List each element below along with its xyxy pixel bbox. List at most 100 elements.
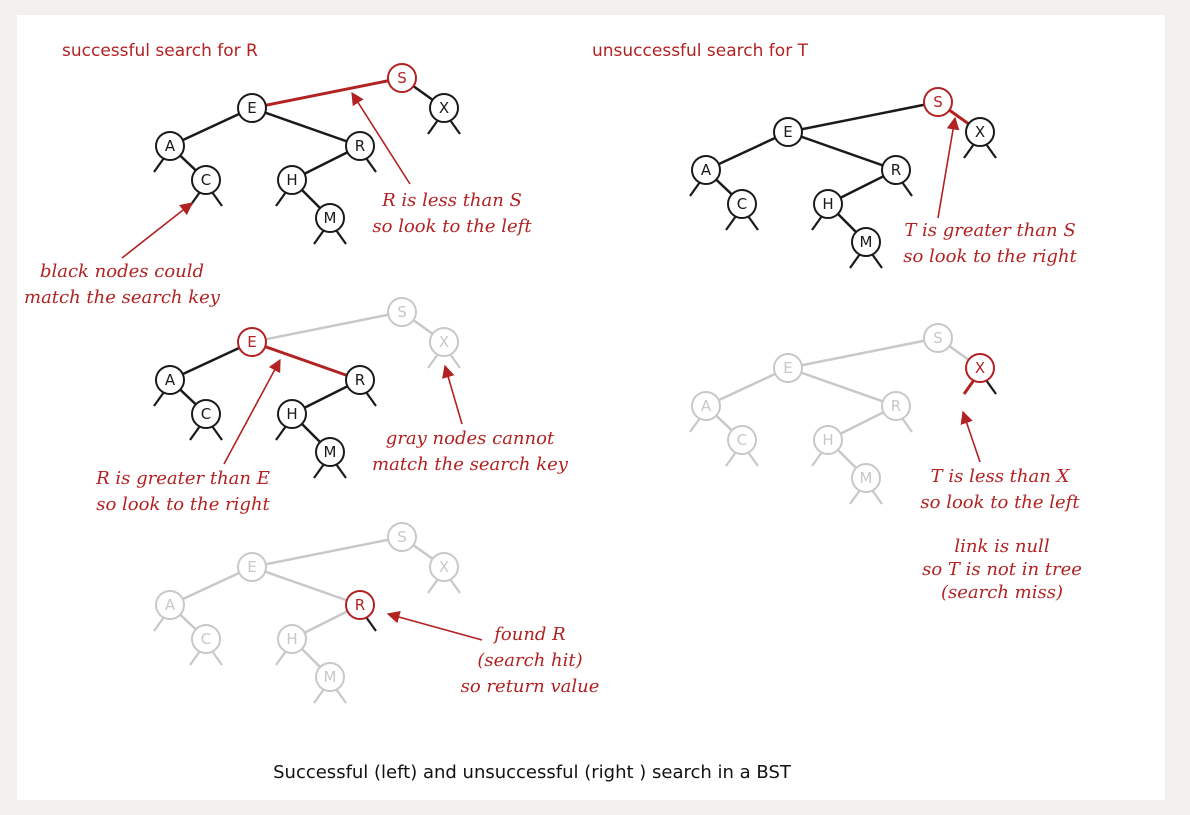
bst-node-H [277, 165, 307, 195]
bst-node-label-S: S [933, 329, 943, 347]
note-line: found R [492, 624, 565, 645]
null-link-X-right [985, 379, 997, 395]
bst-node-X [429, 552, 459, 582]
bst-node-R [881, 155, 911, 185]
bst-node-label-C: C [737, 195, 747, 213]
tree-edge-E-A [169, 340, 253, 382]
null-link-R-right [901, 417, 913, 433]
tree-edge-S-E [251, 535, 403, 569]
null-link-M-left [313, 688, 325, 704]
null-link-C-left [189, 650, 201, 666]
bst-node-label-A: A [165, 596, 176, 614]
null-link-M-right [335, 229, 347, 245]
bst-node-label-X: X [975, 123, 985, 141]
note-line: so look to the left [372, 216, 532, 237]
note-black-nodes: black nodes could match the search key [24, 261, 221, 308]
bst-node-E [773, 117, 803, 147]
null-link-C-left [725, 451, 737, 467]
bst-node-H [277, 399, 307, 429]
null-link-R-right [901, 181, 913, 197]
null-link-X-left [962, 379, 976, 395]
note-r-less-than-s: R is less than S so look to the left [372, 190, 532, 237]
null-link-M-left [313, 229, 325, 245]
bst-node-X [429, 327, 459, 357]
bst-node-label-S: S [397, 303, 407, 321]
null-link-A-left [153, 157, 165, 173]
null-link-H-left [811, 215, 823, 231]
arrow-black-nodes [121, 202, 194, 259]
bst-node-label-H: H [286, 171, 297, 189]
bst-node-label-C: C [201, 630, 211, 648]
note-line: so look to the left [920, 492, 1080, 513]
bst-node-label-X: X [975, 359, 985, 377]
arrow-found-r [386, 610, 483, 641]
null-link-X-right [449, 353, 461, 369]
null-link-M-right [871, 253, 883, 269]
bst-node-label-H: H [822, 431, 833, 449]
note-line: so T is not in tree [922, 559, 1082, 580]
bst-node-label-H: H [286, 630, 297, 648]
tree-edge-E-A [169, 565, 253, 607]
bst-node-H [813, 189, 843, 219]
bst-node-A [155, 590, 185, 620]
heading-right: unsuccessful search for T [592, 41, 809, 61]
null-link-A-left [153, 616, 165, 632]
null-link-X-right [449, 119, 461, 135]
bst-node-label-H: H [286, 405, 297, 423]
note-link-null: link is null so T is not in tree (search… [922, 536, 1082, 603]
bst-node-label-A: A [165, 371, 176, 389]
null-link-X-right [449, 578, 461, 594]
tree-edge-E-R [787, 366, 897, 408]
null-link-M-left [313, 463, 325, 479]
null-link-X-right [985, 143, 997, 159]
note-line: T is less than X [931, 466, 1071, 487]
bst-node-C [191, 165, 221, 195]
tree-edge-E-A [705, 366, 789, 408]
bst-node-label-R: R [891, 397, 901, 415]
note-line: (search miss) [941, 582, 1063, 603]
bst-node-label-E: E [783, 123, 792, 141]
tree-edge-E-R [251, 340, 361, 382]
note-line: T is greater than S [904, 220, 1075, 241]
bst-node-M [851, 463, 881, 493]
note-line: link is null [954, 536, 1049, 557]
null-link-M-right [871, 489, 883, 505]
heading-left: successful search for R [62, 41, 258, 61]
bst-node-X [965, 353, 995, 383]
bst-node-R [345, 365, 375, 395]
bst-node-label-X: X [439, 333, 449, 351]
bst-node-E [237, 552, 267, 582]
bst-node-label-E: E [247, 558, 256, 576]
note-line: match the search key [372, 454, 569, 475]
tree-edge-E-R [251, 565, 361, 607]
null-link-X-left [427, 119, 439, 135]
bst-node-label-S: S [397, 69, 407, 87]
null-link-H-left [811, 451, 823, 467]
null-link-H-left [275, 191, 287, 207]
bst-node-E [237, 327, 267, 357]
null-link-C-right [211, 650, 223, 666]
bst-node-label-C: C [201, 405, 211, 423]
null-link-X-left [427, 353, 439, 369]
null-link-R-right [365, 157, 377, 173]
bst-node-A [691, 155, 721, 185]
bst-node-M [315, 662, 345, 692]
bst-node-A [155, 365, 185, 395]
bst-node-label-A: A [701, 161, 712, 179]
note-line: black nodes could [40, 261, 204, 282]
bst-node-label-M: M [324, 443, 337, 461]
bst-node-E [237, 93, 267, 123]
note-t-less-than-x: T is less than X so look to the left [920, 466, 1080, 513]
note-gray-nodes: gray nodes cannot match the search key [372, 428, 569, 475]
arrow-gray-nodes [442, 364, 463, 425]
bst-node-label-H: H [822, 195, 833, 213]
null-link-M-left [849, 489, 861, 505]
annotation-arrows [121, 91, 981, 641]
figure-caption: Successful (left) and unsuccessful (righ… [273, 762, 792, 783]
